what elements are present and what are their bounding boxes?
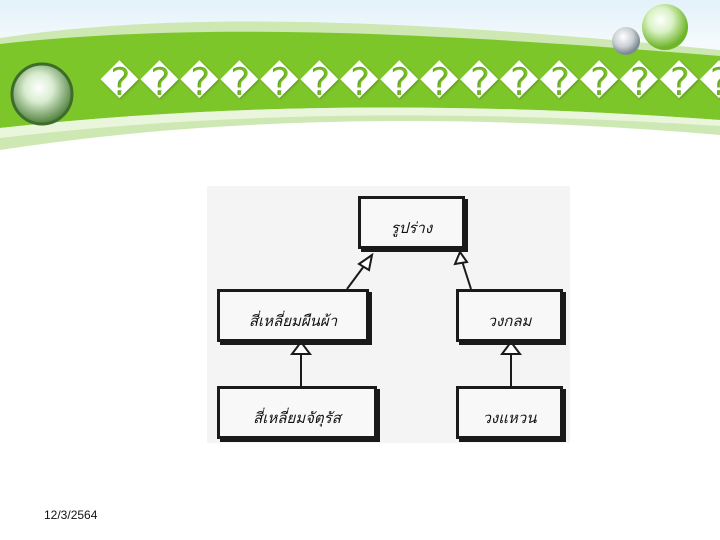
- node-square: สี่เหลี่ยมจัตุรัส: [217, 386, 377, 439]
- inherit-arrow-icon: [290, 340, 312, 355]
- node-circle-label: วงกลม: [487, 312, 532, 330]
- edge-circle-shape: [461, 260, 472, 290]
- node-shape: รูปร่าง: [358, 196, 465, 249]
- orb-left-icon: [10, 62, 74, 126]
- slide-title: ��������������������: [100, 60, 720, 104]
- node-rectangle: สี่เหลี่ยมผืนผ้า: [217, 289, 369, 342]
- orb-right-icon: [642, 4, 688, 50]
- slide-date: 12/3/2564: [44, 508, 98, 522]
- inherit-arrow-icon: [453, 249, 469, 266]
- node-shape-label: รูปร่าง: [390, 219, 433, 237]
- class-hierarchy-diagram: รูปร่าง สี่เหลี่ยมผืนผ้า วงกลม สี่เหลี่ย…: [207, 186, 570, 443]
- node-ring-label: วงแหวน: [482, 409, 537, 427]
- orb-small-icon: [612, 27, 640, 55]
- inherit-arrow-icon: [500, 340, 522, 355]
- node-rectangle-label: สี่เหลี่ยมผืนผ้า: [248, 312, 338, 330]
- diagram-connectors: [290, 249, 522, 386]
- node-square-label: สี่เหลี่ยมจัตุรัส: [253, 409, 341, 427]
- node-ring: วงแหวน: [456, 386, 563, 439]
- inherit-arrow-icon: [357, 252, 374, 272]
- banner-graphic: [0, 0, 720, 151]
- banner-green-band: [0, 31, 720, 129]
- banner-highlight: [0, 107, 720, 138]
- header-banner: [0, 0, 720, 160]
- node-circle: วงกลม: [456, 289, 563, 342]
